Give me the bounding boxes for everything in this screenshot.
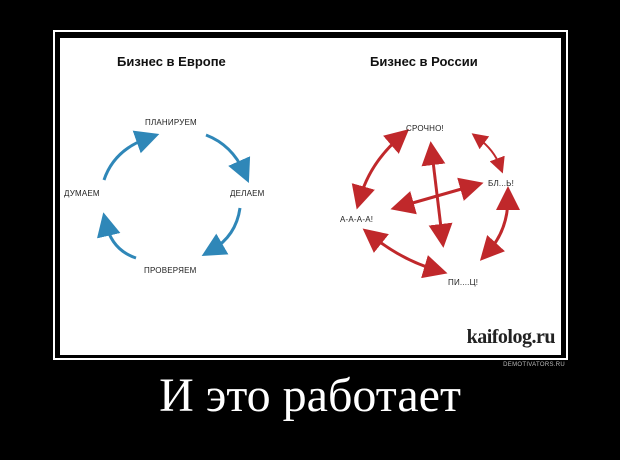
label-urgent: СРОЧНО! bbox=[406, 124, 444, 133]
watermark-logo: kaifolog.ru bbox=[466, 326, 556, 348]
arrow-do-to-check bbox=[201, 207, 242, 257]
arrow-think-to-plan bbox=[102, 130, 160, 181]
arrow-left-to-bottom bbox=[362, 228, 448, 279]
label-think: ДУМАЕМ bbox=[64, 189, 100, 198]
poster-image: Бизнес в Европе Бизнес в России ПЛАНИРУЕ… bbox=[60, 38, 561, 355]
arrow-right-to-bottom bbox=[479, 186, 520, 261]
left-title: Бизнес в Европе bbox=[117, 54, 226, 69]
label-swear: БЛ...Ь! bbox=[488, 179, 515, 188]
label-plan: ПЛАНИРУЕМ bbox=[145, 118, 197, 127]
source-mark: DEMOTIVATORS.RU bbox=[503, 362, 565, 368]
cycle-diagrams bbox=[97, 129, 520, 279]
label-disaster: ПИ....Ц! bbox=[448, 278, 479, 287]
arrow-top-to-left bbox=[351, 129, 410, 210]
label-panic: А-А-А-А! bbox=[340, 215, 374, 224]
label-do: ДЕЛАЕМ bbox=[230, 189, 265, 198]
label-check: ПРОВЕРЯЕМ bbox=[144, 266, 197, 275]
arrow-check-to-think bbox=[97, 212, 137, 260]
arrow-plan-to-do bbox=[205, 133, 251, 183]
arrow-cross-horizontal bbox=[390, 177, 484, 215]
arrow-top-to-right bbox=[471, 133, 505, 174]
poster-frame bbox=[53, 30, 568, 360]
right-title: Бизнес в России bbox=[370, 54, 478, 69]
caption: И это работает bbox=[159, 369, 461, 422]
